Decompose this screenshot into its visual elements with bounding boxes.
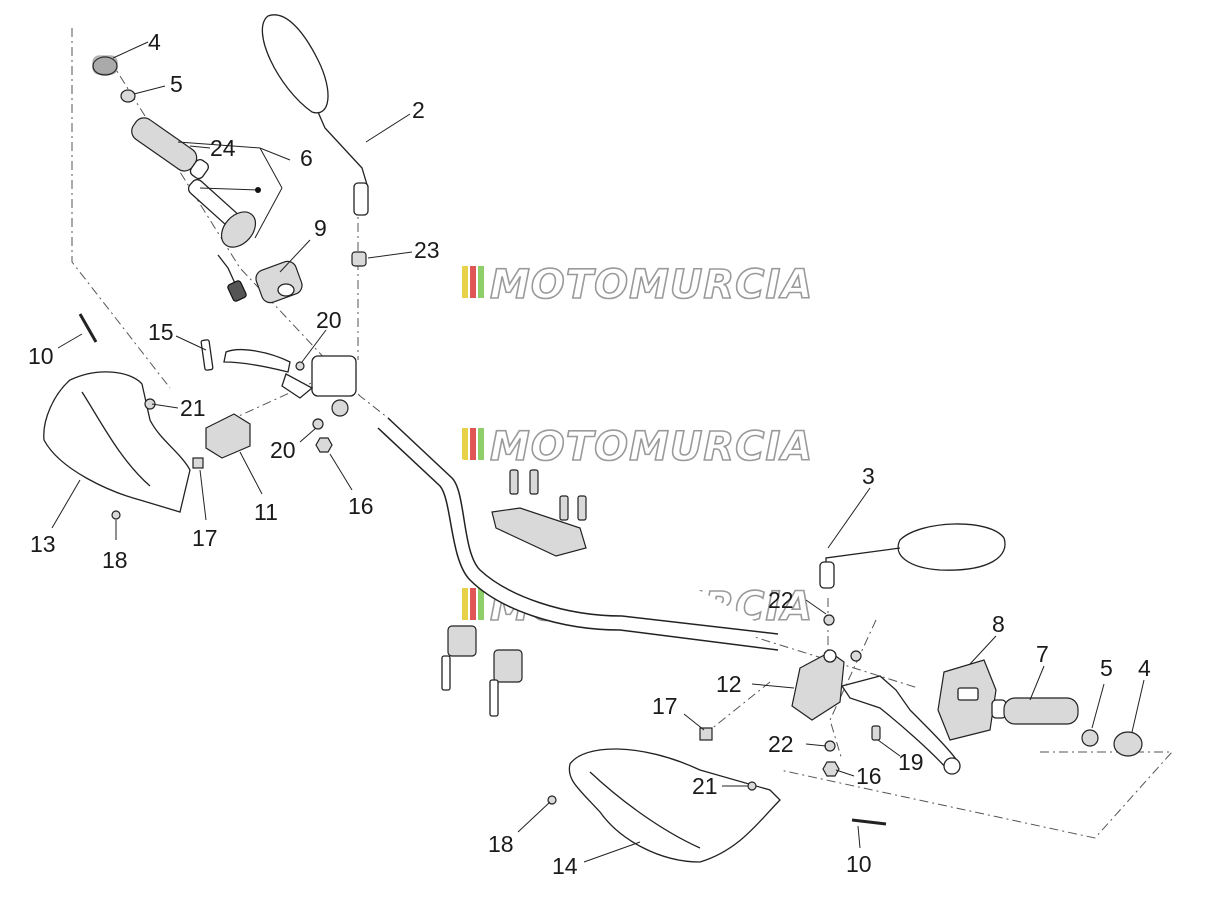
callout-14: 14 <box>552 853 578 879</box>
bar-end-weight-right <box>1113 731 1143 757</box>
grip-left <box>131 117 209 180</box>
callout-23: 23 <box>414 237 440 263</box>
callout-16-left: 16 <box>348 493 374 519</box>
callout-4-left: 4 <box>148 29 161 55</box>
callouts: 4 5 24 6 2 9 23 20 15 10 21 20 16 11 13 … <box>28 29 1151 879</box>
handlebar-risers <box>441 625 523 717</box>
callout-18-left: 18 <box>102 547 128 573</box>
callout-20-upper: 20 <box>316 307 342 333</box>
mirror-spacer-left <box>351 251 367 267</box>
spacer-left <box>120 89 136 103</box>
leader-lines <box>51 41 1145 863</box>
callout-5-left: 5 <box>170 71 183 97</box>
bar-end-weight-left <box>92 56 118 76</box>
switch-housing-left <box>255 260 303 304</box>
switch-housing-right <box>937 659 997 741</box>
callout-4-right: 4 <box>1138 655 1151 681</box>
callout-22-lower: 22 <box>768 731 794 757</box>
watermark-text-2: MOTOMURCIA <box>490 424 813 470</box>
callout-2: 2 <box>412 97 425 123</box>
callout-15: 15 <box>148 319 174 345</box>
callout-10-right: 10 <box>846 851 872 877</box>
clamp-11 <box>205 413 251 459</box>
callout-18-right: 18 <box>488 831 514 857</box>
callout-17-right: 17 <box>652 693 678 719</box>
callout-11: 11 <box>254 499 278 525</box>
callout-7: 7 <box>1036 641 1049 667</box>
washer-22-upper <box>823 614 835 626</box>
callout-13: 13 <box>30 531 56 557</box>
mirror-left <box>261 14 369 216</box>
watermark-2: MOTOMURCIA <box>462 423 813 471</box>
watermark-1: MOTOMURCIA <box>462 261 813 309</box>
watermark-text-1: MOTOMURCIA <box>490 262 813 308</box>
screw-18-left <box>111 510 121 520</box>
brake-master-cylinder <box>223 349 357 417</box>
handlebar-upper-clamp <box>491 469 587 557</box>
spacer-right <box>1081 729 1099 747</box>
parts <box>43 14 1143 863</box>
screw-10-left <box>78 313 98 343</box>
callout-16-right: 16 <box>856 763 882 789</box>
clutch-lever-19 <box>840 650 961 775</box>
callout-9: 9 <box>314 215 327 241</box>
callout-22-upper: 22 <box>768 587 794 613</box>
callout-8: 8 <box>992 611 1005 637</box>
callout-12: 12 <box>716 671 742 697</box>
nut-17-left <box>192 457 204 469</box>
callout-24: 24 <box>210 135 236 161</box>
callout-10-left: 10 <box>28 343 54 369</box>
throttle-connector <box>227 280 247 302</box>
washer-22-lower <box>824 740 836 752</box>
nut-16 <box>315 437 333 453</box>
clutch-holder-12 <box>791 649 845 721</box>
grip-right <box>991 697 1079 725</box>
callout-20-lower: 20 <box>270 437 296 463</box>
callout-3: 3 <box>862 463 875 489</box>
screw-15 <box>200 339 214 371</box>
hand-guard-right <box>568 748 781 863</box>
washer-20 <box>312 418 324 430</box>
mirror-right <box>819 523 1006 589</box>
nut-17-right <box>699 727 713 741</box>
callout-6: 6 <box>300 145 313 171</box>
callout-5-right: 5 <box>1100 655 1113 681</box>
screw-10-right <box>851 818 887 826</box>
callout-21-left: 21 <box>180 395 206 421</box>
throttle-tube <box>187 179 257 248</box>
callout-17-left: 17 <box>192 525 218 551</box>
nut-16-right <box>822 761 840 777</box>
assembly-dash-lines <box>71 28 1174 839</box>
callout-21-right: 21 <box>692 773 718 799</box>
hand-guard-left <box>43 371 191 513</box>
callout-19: 19 <box>898 749 924 775</box>
